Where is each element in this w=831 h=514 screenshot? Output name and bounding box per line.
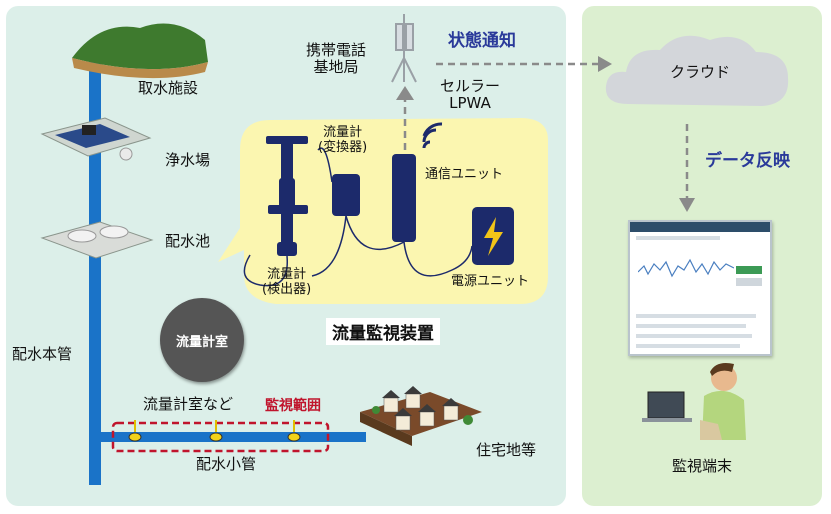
detector-icon <box>266 136 308 256</box>
intake-label: 取水施設 <box>138 79 199 97</box>
monitor-range-label: 監視範囲 <box>265 398 321 414</box>
cellular-label: セルラー LPWA <box>440 77 501 113</box>
detector-label: 流量計 (検出器) <box>262 267 312 297</box>
comm-unit-icon <box>392 154 416 242</box>
meter-markers <box>128 432 301 442</box>
main-pipe <box>89 55 101 485</box>
antenna-tower-icon <box>391 14 417 83</box>
terminal-label: 監視端末 <box>672 457 733 475</box>
monitor-icon <box>628 220 772 356</box>
purification-label: 浄水場 <box>165 151 211 169</box>
small-pipe-label: 配水小管 <box>196 455 257 473</box>
small-pipe <box>101 432 366 442</box>
meter-room-etc-label: 流量計室など <box>143 395 234 413</box>
purification-plant-icon <box>40 117 152 161</box>
device-callout <box>218 118 548 304</box>
power-unit-label: 電源ユニット <box>451 274 530 289</box>
monitor-chart <box>638 258 734 278</box>
meter-room-circle: 流量計室 <box>160 298 244 382</box>
monitor-range-box <box>111 421 330 453</box>
dashed-arrows <box>403 62 689 200</box>
person-icon <box>642 363 746 440</box>
cloud-icon <box>605 35 789 106</box>
device-title: 流量監視装置 <box>326 318 440 345</box>
converter-label: 流量計 (変換器) <box>318 125 368 155</box>
residential-label: 住宅地等 <box>476 441 537 459</box>
house-icon <box>360 386 482 446</box>
cables <box>243 147 473 287</box>
reservoir-tank-icon <box>40 221 154 259</box>
status-notify-label: 状態通知 <box>448 31 516 51</box>
mountain-icon <box>72 23 208 79</box>
comm-unit-label: 通信ユニット <box>425 167 504 182</box>
base-station-label: 携帯電話 基地局 <box>306 41 367 77</box>
main-pipe-label: 配水本管 <box>12 345 73 363</box>
reservoir-label: 配水池 <box>165 232 211 250</box>
cloud-label: クラウド <box>670 63 731 81</box>
wireless-signal-icon <box>422 122 443 149</box>
lightning-icon <box>484 217 503 256</box>
converter-icon <box>332 174 360 216</box>
data-reflect-label: データ反映 <box>705 151 790 171</box>
